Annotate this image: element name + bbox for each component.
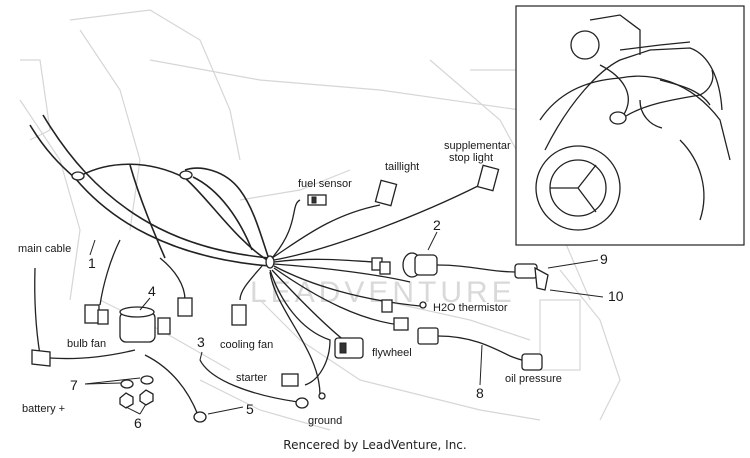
part-labels: main cable bulb fan battery + cooling fa… <box>18 140 562 427</box>
label-supplementar: supplementar <box>444 140 511 152</box>
callout-8: 8 <box>476 385 484 401</box>
scooter-inset <box>515 5 745 246</box>
callout-6: 6 <box>134 415 142 431</box>
label-oil-pressure: oil pressure <box>505 373 562 385</box>
callout-1: 1 <box>88 255 96 271</box>
footer-credit: Rencered by LeadVenture, Inc. <box>283 438 467 452</box>
washers-and-nuts <box>119 375 154 409</box>
callout-10: 10 <box>608 288 624 304</box>
label-cooling-fan: cooling fan <box>220 339 273 351</box>
callout-4: 4 <box>148 283 156 299</box>
bulb-fan-relay <box>84 297 247 343</box>
main-cable-harness <box>29 114 275 269</box>
callout-3: 3 <box>197 334 205 350</box>
callout-5: 5 <box>246 401 254 417</box>
battery-cable <box>31 267 136 367</box>
label-flywheel: flywheel <box>372 347 412 359</box>
callout-numbers: 1 2 3 4 5 6 7 8 9 10 <box>70 217 624 431</box>
h2o-thermistor-sensor <box>402 252 516 309</box>
connectors-mid <box>371 257 409 331</box>
callout-7: 7 <box>70 377 78 393</box>
label-fuel-sensor: fuel sensor <box>298 178 352 190</box>
frame-background <box>19 9 621 431</box>
callout-9: 9 <box>600 251 608 267</box>
label-h2o-thermistor: H2O thermistor <box>433 302 508 314</box>
connector-supplementary-stop-light <box>476 164 500 192</box>
label-main-cable: main cable <box>18 243 71 255</box>
oil-pressure-wire <box>417 327 543 371</box>
branch-wires <box>99 184 481 396</box>
flywheel-connector <box>334 337 364 359</box>
oil-sensor-part-9-10 <box>514 263 549 291</box>
label-ground: ground <box>308 415 342 427</box>
label-stop-light: stop light <box>449 152 493 164</box>
ground-cables <box>144 354 326 423</box>
label-starter: starter <box>236 372 268 384</box>
label-battery-plus: battery + <box>22 403 65 415</box>
callout-2: 2 <box>433 217 441 233</box>
connector-taillight <box>374 179 398 207</box>
label-bulb-fan: bulb fan <box>67 338 106 350</box>
leader-lines <box>84 231 604 415</box>
connector-fuel-sensor <box>307 194 327 206</box>
label-taillight: taillight <box>385 161 419 173</box>
